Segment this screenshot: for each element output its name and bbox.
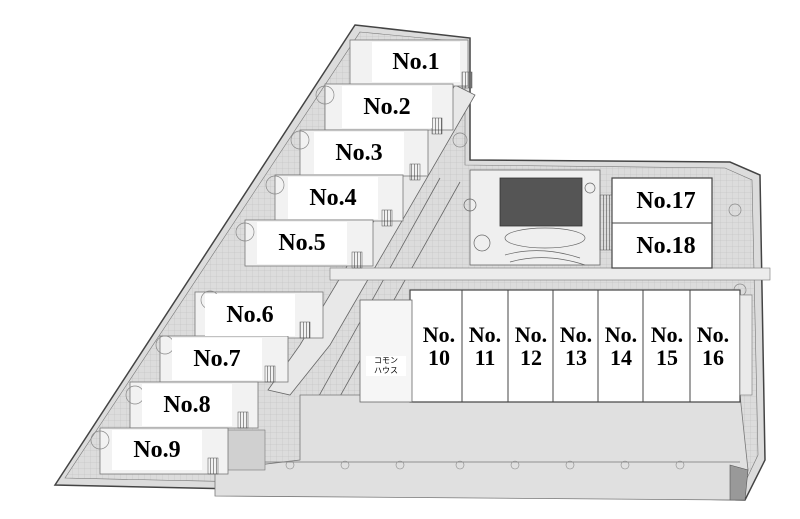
unit-label-no15-prefix: No. [650,321,684,347]
unit-label-no11-number: 11 [474,345,496,370]
unit-label-no10-number: 10 [428,345,450,370]
unit-label-no14-number: 14 [610,345,632,370]
unit-label-no12-number: 12 [520,345,542,370]
unit-label-no13-number: 13 [565,345,587,370]
common-house-footprint [359,299,413,403]
east-west-walkway [329,267,771,281]
hatched-pavilion [499,177,583,227]
unit-label-no6: No.6 [205,294,295,336]
common-house-line2: ハウス [374,366,398,375]
unit-label-no10-prefix: No. [422,321,456,347]
unit-label-no8: No.8 [142,384,232,426]
unit-label-no17: No.17 [624,182,708,220]
unit-label-no3: No.3 [314,132,404,174]
unit-label-no14-prefix: No. [604,321,638,347]
unit-label-no13-prefix: No. [559,321,593,347]
unit-label-no5: No.5 [257,222,347,264]
unit-label-no11-prefix: No. [468,321,502,347]
unit-label-no13: No. 13 [555,318,597,374]
unit-label-no16-number: 16 [702,345,724,370]
unit-label-no9: No.9 [112,430,202,470]
unit-label-no7: No.7 [172,338,262,380]
unit-label-no14: No. 14 [600,318,642,374]
common-house-line1: コモン [374,356,398,365]
unit-label-no16-prefix: No. [696,321,730,347]
unit-label-no4: No.4 [288,177,378,219]
unit-label-no10: No. 10 [418,318,460,374]
unit-label-no12-prefix: No. [514,321,548,347]
unit-label-no15: No. 15 [646,318,688,374]
unit-label-no16: No. 16 [692,318,734,374]
unit-label-no1: No.1 [372,42,460,82]
unit-label-no12: No. 12 [510,318,552,374]
common-house-label: コモン ハウス [366,356,406,376]
unit-label-no11: No. 11 [464,318,506,374]
unit-label-no2: No.2 [342,86,432,128]
unit-label-no18: No.18 [624,227,708,265]
unit-label-no15-number: 15 [656,345,678,370]
